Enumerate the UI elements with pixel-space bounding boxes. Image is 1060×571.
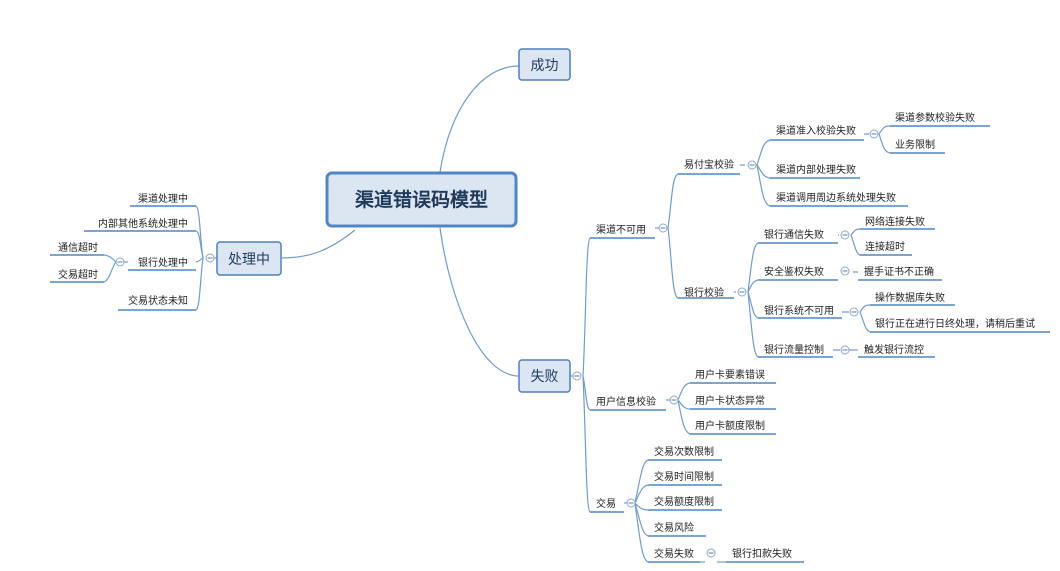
connect-timeout-label: 连接超时 [865,240,905,253]
main-connectors [281,65,520,377]
collapse-toggle-icon[interactable] [869,129,879,139]
collapse-toggle-icon[interactable] [849,307,859,317]
collapse-toggle-icon[interactable] [747,160,757,170]
trade-label: 交易 [596,497,616,510]
comm-timeout-label: 通信超时 [58,241,98,254]
failure-connectors [570,173,726,563]
card-elements-error-label: 用户卡要素错误 [695,368,765,381]
yfb-check-label: 易付宝校验 [684,158,734,171]
access-check-fail-label: 渠道准入校验失败 [776,124,856,137]
card-status-abnormal-label: 用户卡状态异常 [695,394,765,407]
collapse-toggle-icon[interactable] [626,498,636,508]
trade-count-limit-label: 交易次数限制 [654,445,714,458]
processing-connectors [103,205,217,311]
collapse-toggle-icon[interactable] [840,345,850,355]
bank-check-label: 银行校验 [684,286,724,299]
trade-amount-limit-label: 交易额度限制 [654,495,714,508]
cert-error-label: 握手证书不正确 [864,265,934,278]
collapse-toggle-icon[interactable] [115,257,125,267]
collapse-toggle-icon[interactable] [737,287,747,297]
failure-node[interactable]: 失败 [518,359,571,393]
db-fail-label: 操作数据库失败 [875,291,945,304]
processing-underlines [50,205,196,311]
collapse-toggle-icon[interactable] [840,230,850,240]
bank-comm-fail-label: 银行通信失败 [764,228,824,241]
user-check-label: 用户信息校验 [596,395,656,408]
success-node[interactable]: 成功 [518,48,571,81]
collapse-toggle-icon[interactable] [706,548,716,558]
trade-timeout-label: 交易超时 [58,268,98,281]
collapse-toggle-icon[interactable] [205,253,215,263]
processing-node[interactable]: 处理中 [216,241,282,276]
bank-connectors [734,228,871,358]
bank-flow-control-label: 银行流量控制 [764,343,824,356]
bank-system-unavailable-label: 银行系统不可用 [764,304,834,317]
yfb-connectors [740,125,891,207]
failure-label: 失败 [531,369,559,385]
business-limit-label: 业务限制 [895,138,935,151]
processing-channel-label: 渠道处理中 [138,192,188,205]
peripheral-fail-label: 渠道调用周边系统处理失败 [776,191,896,204]
collapse-toggle-icon[interactable] [669,395,679,405]
root-title: 渠道错误码模型 [355,188,488,211]
internal-fail-label: 渠道内部处理失败 [776,163,856,176]
processing-label: 处理中 [228,252,270,268]
param-check-fail-label: 渠道参数校验失败 [895,111,975,124]
processing-internal-label: 内部其他系统处理中 [98,217,188,230]
success-label: 成功 [531,58,559,74]
auth-fail-label: 安全鉴权失败 [764,265,824,278]
failure-underlines [590,125,1050,563]
card-limit-label: 用户卡额度限制 [695,419,765,432]
processing-bank-label: 银行处理中 [138,256,188,269]
trade-fail-label: 交易失败 [654,547,694,560]
network-fail-label: 网络连接失败 [865,215,925,228]
collapse-toggle-icon[interactable] [572,371,582,381]
collapse-toggle-icon[interactable] [840,266,850,276]
root-node[interactable]: 渠道错误码模型 [325,171,518,228]
end-of-day-label: 银行正在进行日终处理，请稍后重试 [875,317,1035,330]
trade-time-limit-label: 交易时间限制 [654,470,714,483]
trade-risk-label: 交易风险 [654,521,694,534]
trigger-flow-control-label: 触发银行流控 [864,343,924,356]
trade-unknown-label: 交易状态未知 [128,294,188,307]
unavailable-label: 渠道不可用 [596,223,646,236]
collapse-toggle-icon[interactable] [658,223,668,233]
bank-deduct-fail-label: 银行扣款失败 [732,547,792,560]
